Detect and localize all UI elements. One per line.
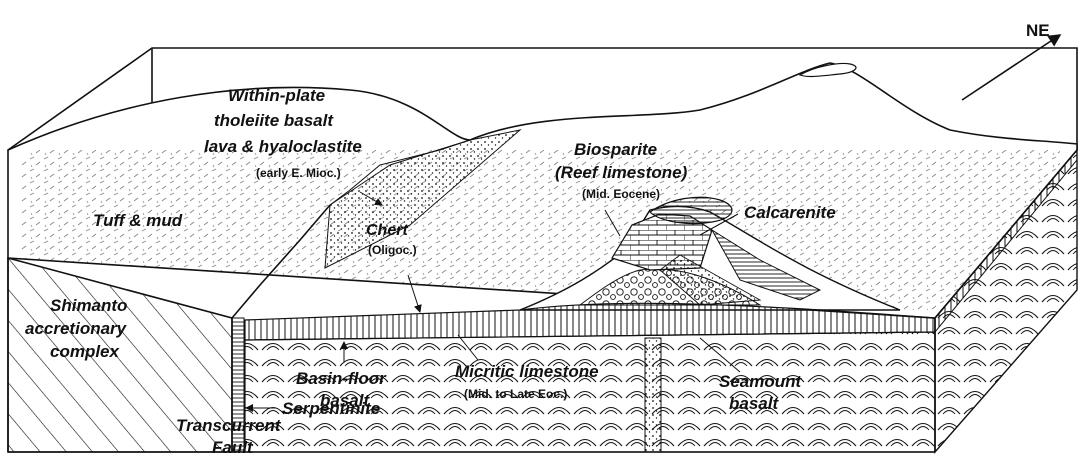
seamount-label-1: Seamount	[719, 372, 803, 391]
serpentinite-label: Serpentinite	[282, 399, 380, 418]
biosparite-label: Biosparite	[574, 140, 657, 159]
tuff-mud-label: Tuff & mud	[93, 211, 183, 230]
transcurrent-label-2: Fault	[212, 438, 254, 457]
micritic-age: (Mid. to Late Eoc.)	[464, 387, 567, 401]
within-plate-label-3: lava & hyaloclastite	[204, 137, 362, 156]
biosparite-age: (Mid. Eocene)	[582, 187, 660, 201]
reef-limestone-label: (Reef limestone)	[555, 163, 688, 182]
transcurrent-label-1: Transcurrent	[176, 416, 282, 435]
shimanto-label-2: accretionary	[25, 319, 128, 338]
seamount-label-2: basalt	[729, 394, 779, 413]
shimanto-label-1: Shimanto	[50, 296, 127, 315]
within-plate-label-2: tholeiite basalt	[214, 111, 334, 130]
calcarenite-label: Calcarenite	[744, 203, 836, 222]
terrain-surface	[8, 63, 1077, 318]
within-plate-age: (early E. Mioc.)	[256, 166, 341, 180]
shimanto-label-3: complex	[50, 342, 121, 361]
basin-floor-label-1: Basin-floor	[296, 369, 387, 388]
within-plate-label-1: Within-plate	[228, 86, 325, 105]
micritic-label: Micritic limestone	[455, 362, 599, 381]
north-arrow: NE	[962, 21, 1060, 100]
chert-age: (Oligoc.)	[368, 243, 417, 257]
chert-label: Chert	[366, 222, 408, 239]
north-arrow-label: NE	[1026, 21, 1050, 40]
